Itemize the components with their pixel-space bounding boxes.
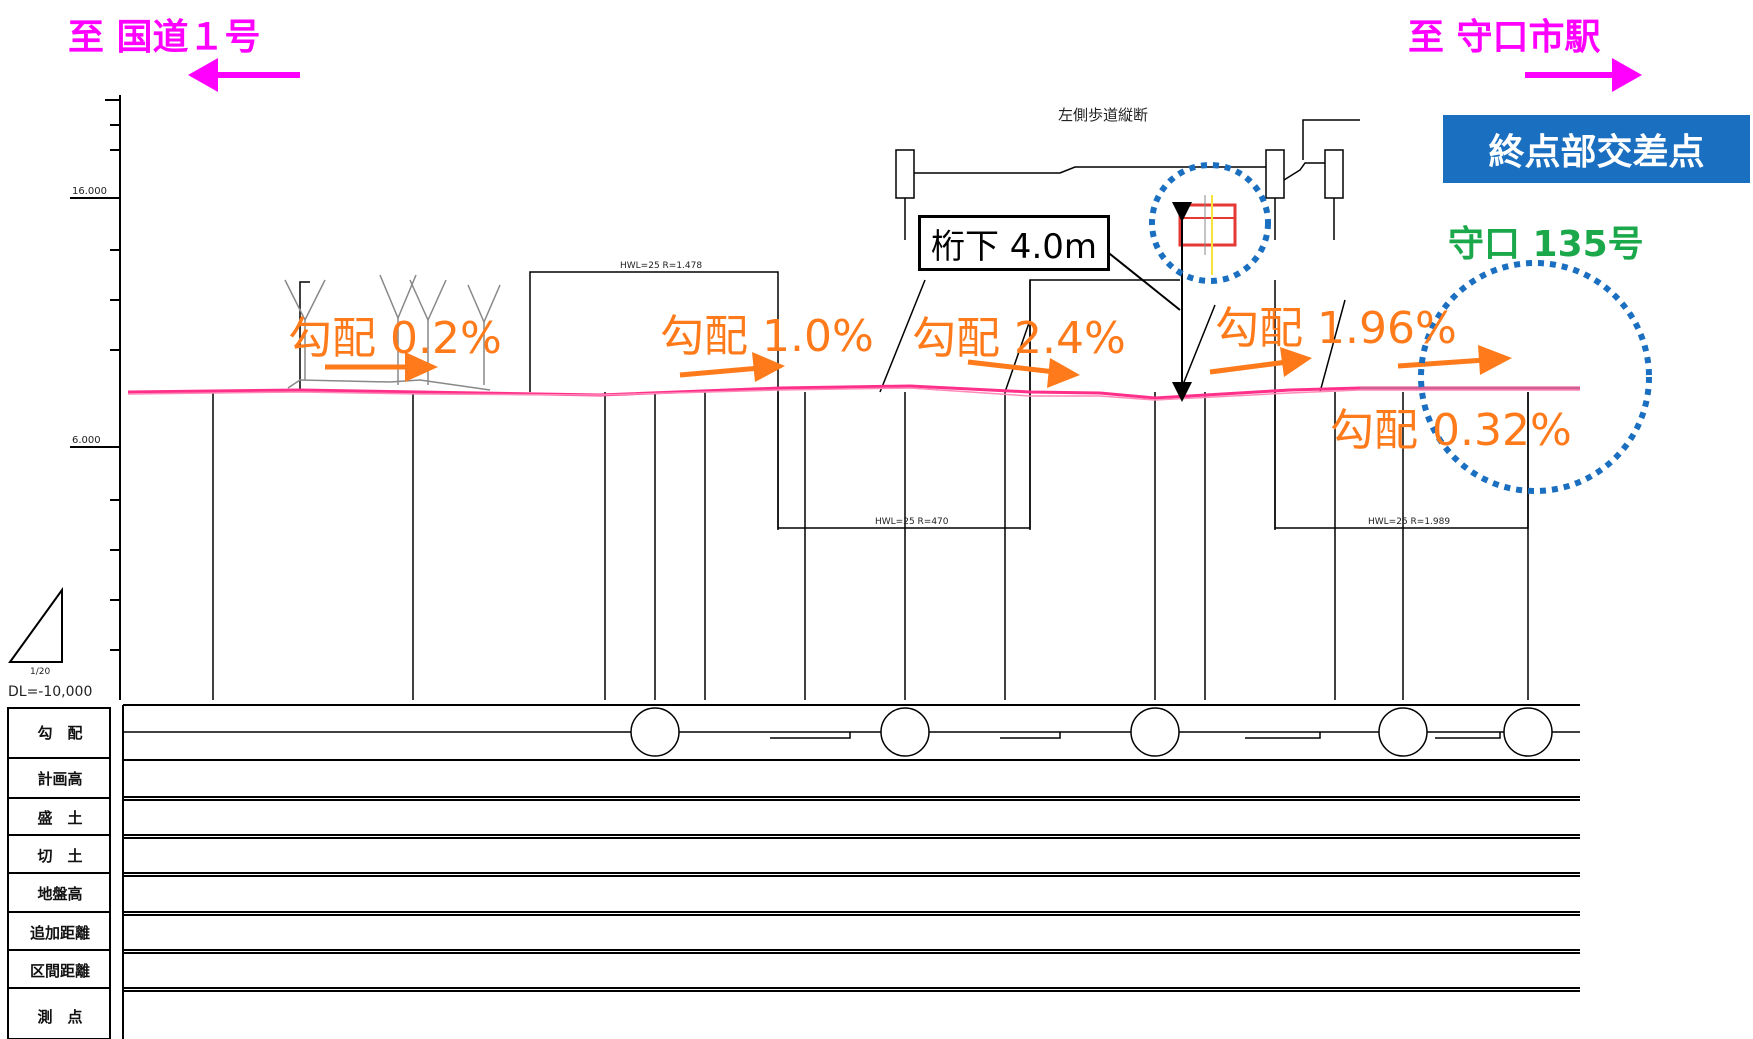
sidewalk-profile-inset: [895, 119, 1360, 240]
table-row-label: 切 土: [37, 847, 83, 865]
slope-scale-triangle: 1/20: [8, 586, 63, 677]
tree-symbols: [284, 274, 501, 391]
highlight-circles: [1149, 162, 1652, 494]
structure-outlines: HWL=25 R=1.478 HWL=25 R=470 HWL=25 R=1.9…: [299, 261, 1529, 529]
gradient-arrows: [325, 345, 1512, 388]
svg-text:HWL=25 R=470: HWL=25 R=470: [875, 517, 949, 527]
gradient-label-3: 勾配 2.4%: [912, 313, 1126, 364]
profile-table-grid: [7, 704, 1580, 1039]
intersection-route-label: 守口 135号: [1448, 224, 1644, 265]
svg-text:6.000: 6.000: [72, 435, 101, 446]
svg-text:HWL=25 R=1.989: HWL=25 R=1.989: [1368, 517, 1450, 527]
svg-text:16.000: 16.000: [72, 186, 107, 197]
elevation-axis: [70, 95, 121, 700]
direction-arrows: [188, 58, 1642, 92]
sidewalk-profile-title: 左側歩道縦断: [1058, 106, 1149, 124]
gradient-label-1: 勾配 0.2%: [288, 313, 502, 364]
end-intersection-banner: 終点部交差点: [1443, 115, 1750, 183]
gradient-label-5: 勾配 0.32%: [1330, 405, 1572, 456]
girder-detail: [1178, 195, 1237, 275]
gradient-label-2: 勾配 1.0%: [660, 311, 874, 362]
plan-profile-lines: [127, 384, 1580, 401]
direction-left-label: 至 国道１号: [68, 17, 261, 58]
table-row-label: 地盤高: [37, 885, 83, 903]
table-row-label: 測 点: [37, 1008, 83, 1026]
table-row-label: 区間距離: [29, 962, 90, 980]
table-row-label: 盛 土: [37, 809, 83, 827]
table-row-label: 追加距離: [29, 924, 90, 942]
table-row-label: 勾 配: [37, 724, 83, 742]
clearance-label: 桁下 4.0m: [918, 215, 1110, 271]
gradient-row-line: [123, 707, 1580, 757]
svg-text:HWL=25 R=1.478: HWL=25 R=1.478: [620, 261, 702, 271]
table-row-label: 計画高: [37, 770, 83, 788]
svg-text:1/20: 1/20: [30, 667, 50, 677]
clearance-dimension: [1104, 202, 1192, 402]
datum-level-label: DL=-10,000: [8, 684, 93, 700]
gradient-label-4: 勾配 1.96%: [1215, 303, 1457, 354]
direction-right-label: 至 守口市駅: [1408, 17, 1601, 58]
